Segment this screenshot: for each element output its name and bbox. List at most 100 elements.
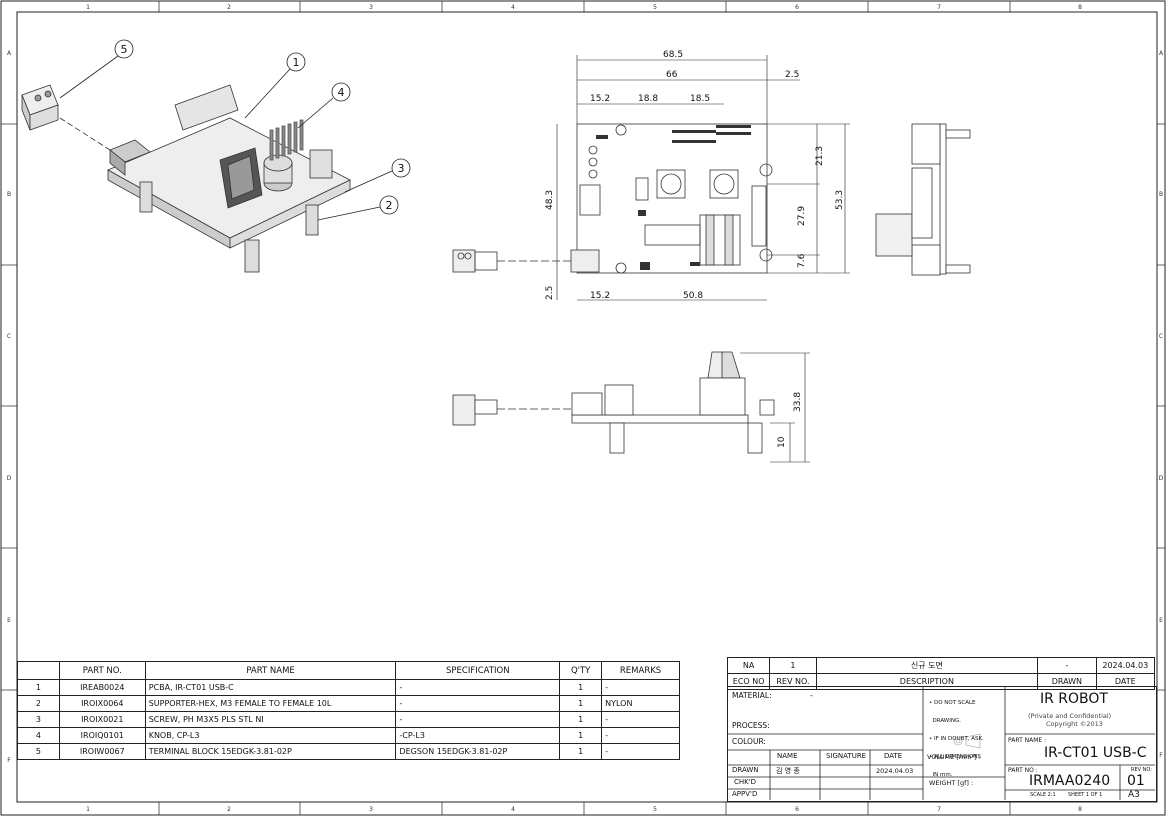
row-qty: 1 <box>559 679 603 696</box>
weight-label: WEIGHT [gf] : <box>929 779 974 787</box>
confidential-text: (Private and Confidential) <box>1028 712 1112 720</box>
header-index <box>17 661 60 680</box>
table-row: 4 IROIQ0101 KNOB, CP-L3 -CP-L3 1 - <box>17 727 680 744</box>
header-remarks: REMARKS <box>601 661 680 680</box>
row-qty: 1 <box>559 743 603 760</box>
row-specification: - <box>395 679 561 696</box>
note-line: • DO NOT SCALE <box>929 700 976 706</box>
balloons <box>59 39 411 221</box>
dim-10: 10 <box>777 436 787 448</box>
note-line: • IF IN DOUBT, ASK. <box>929 736 984 742</box>
svg-text:3: 3 <box>369 806 373 813</box>
row-qty: 1 <box>559 695 603 712</box>
svg-text:1: 1 <box>86 4 90 11</box>
header-part-name: PART NAME <box>144 661 397 680</box>
drawn-date: 2024.04.03 <box>876 767 914 775</box>
svg-text:E: E <box>7 617 11 624</box>
dim-48-3: 48.3 <box>545 190 555 210</box>
svg-text:6: 6 <box>795 806 799 813</box>
dim-18-5: 18.5 <box>690 94 710 104</box>
elevation-view <box>452 351 775 454</box>
isometric-view <box>21 84 351 273</box>
note-line: IN mm. <box>929 772 953 778</box>
svg-text:A: A <box>1159 50 1164 57</box>
header-sign-date: DATE <box>884 752 903 760</box>
row-remarks: - <box>601 727 680 744</box>
header-name: NAME <box>777 752 798 760</box>
balloon-4: 4 <box>338 86 345 99</box>
row-remarks: - <box>601 679 680 696</box>
svg-text:C: C <box>7 333 11 340</box>
part-number: IRMAA0240 <box>1029 773 1111 789</box>
row-specification: DEGSON 15EDGK-3.81-02P <box>395 743 561 760</box>
svg-text:3: 3 <box>369 4 373 11</box>
svg-text:D: D <box>7 475 12 482</box>
svg-text:5: 5 <box>653 806 657 813</box>
svg-text:4: 4 <box>511 806 515 813</box>
row-specification: -CP-L3 <box>395 727 561 744</box>
balloon-1: 1 <box>293 56 300 69</box>
header-rev-no: REV NO. <box>769 673 817 690</box>
balloon-numbers: 5 1 4 3 2 <box>121 43 405 212</box>
title-block <box>727 686 1157 802</box>
dim-27-9: 27.9 <box>797 206 807 226</box>
elevation-dimension-lines <box>740 352 810 463</box>
process-label: PROCESS: <box>732 721 770 730</box>
row-part-no: IREAB0024 <box>58 679 146 696</box>
row-part-no: IROIX0021 <box>58 711 146 728</box>
row-index: 5 <box>17 743 60 760</box>
note-line: • ALL DIMENSIONS <box>929 754 981 760</box>
row-part-name: TERMINAL BLOCK 15EDGK-3.81-02P <box>144 743 397 760</box>
revision-header: ECO NO REV NO. DESCRIPTION DRAWN DATE <box>726 673 1156 690</box>
dim-2-5-top: 2.5 <box>785 70 799 80</box>
revision-description: 신규 도면 <box>815 657 1039 674</box>
note-line: DRAWING. <box>929 718 961 724</box>
svg-text:D: D <box>1159 475 1164 482</box>
parts-table-header: PART NO. PART NAME SPECIFICATION Q'TY RE… <box>17 661 680 680</box>
row-qty: 1 <box>559 727 603 744</box>
dim-66: 66 <box>666 70 678 80</box>
row-part-no: IROIW0067 <box>58 743 146 760</box>
svg-text:B: B <box>7 191 11 198</box>
header-drawn: DRAWN <box>1037 673 1097 690</box>
svg-text:7: 7 <box>937 806 941 813</box>
rev-number: 01 <box>1127 773 1145 789</box>
balloon-3: 3 <box>398 162 405 175</box>
table-row: 2 IROIX0064 SUPPORTER-HEX, M3 FEMALE TO … <box>17 695 680 712</box>
revision-na: NA <box>726 657 771 674</box>
header-specification: SPECIFICATION <box>395 661 561 680</box>
front-dimension-lines <box>556 55 850 301</box>
svg-text:F: F <box>1159 752 1163 759</box>
row-index: 4 <box>17 727 60 744</box>
dim-18-8: 18.8 <box>638 94 658 104</box>
revision-drawn: - <box>1037 657 1097 674</box>
row-remarks: NYLON <box>601 695 680 712</box>
svg-text:7: 7 <box>937 4 941 11</box>
svg-text:6: 6 <box>795 4 799 11</box>
svg-text:1: 1 <box>86 806 90 813</box>
dim-50-8: 50.8 <box>683 291 703 301</box>
material-value: - <box>810 691 813 700</box>
balloon-5: 5 <box>121 43 128 56</box>
balloon-2: 2 <box>386 199 393 212</box>
row-index: 2 <box>17 695 60 712</box>
elevation-dimension-text: 33.8 10 <box>777 392 803 448</box>
dim-68-5: 68.5 <box>663 50 683 60</box>
row-index: 1 <box>17 679 60 696</box>
svg-text:8: 8 <box>1078 4 1082 11</box>
row-part-name: KNOB, CP-L3 <box>144 727 397 744</box>
inner-border <box>16 11 1158 803</box>
table-row: 5 IROIW0067 TERMINAL BLOCK 15EDGK-3.81-0… <box>17 743 680 760</box>
part-name: IR-CT01 USB-C <box>1044 745 1147 761</box>
volume-label: VOLUME [mm³] : <box>927 753 981 761</box>
svg-text:8: 8 <box>1078 806 1082 813</box>
scale-text: SCALE 2:1 <box>1030 792 1056 798</box>
table-row: 1 IREAB0024 PCBA, IR-CT01 USB-C - 1 - <box>17 679 680 696</box>
row-remarks: - <box>601 743 680 760</box>
svg-text:A: A <box>7 50 12 57</box>
